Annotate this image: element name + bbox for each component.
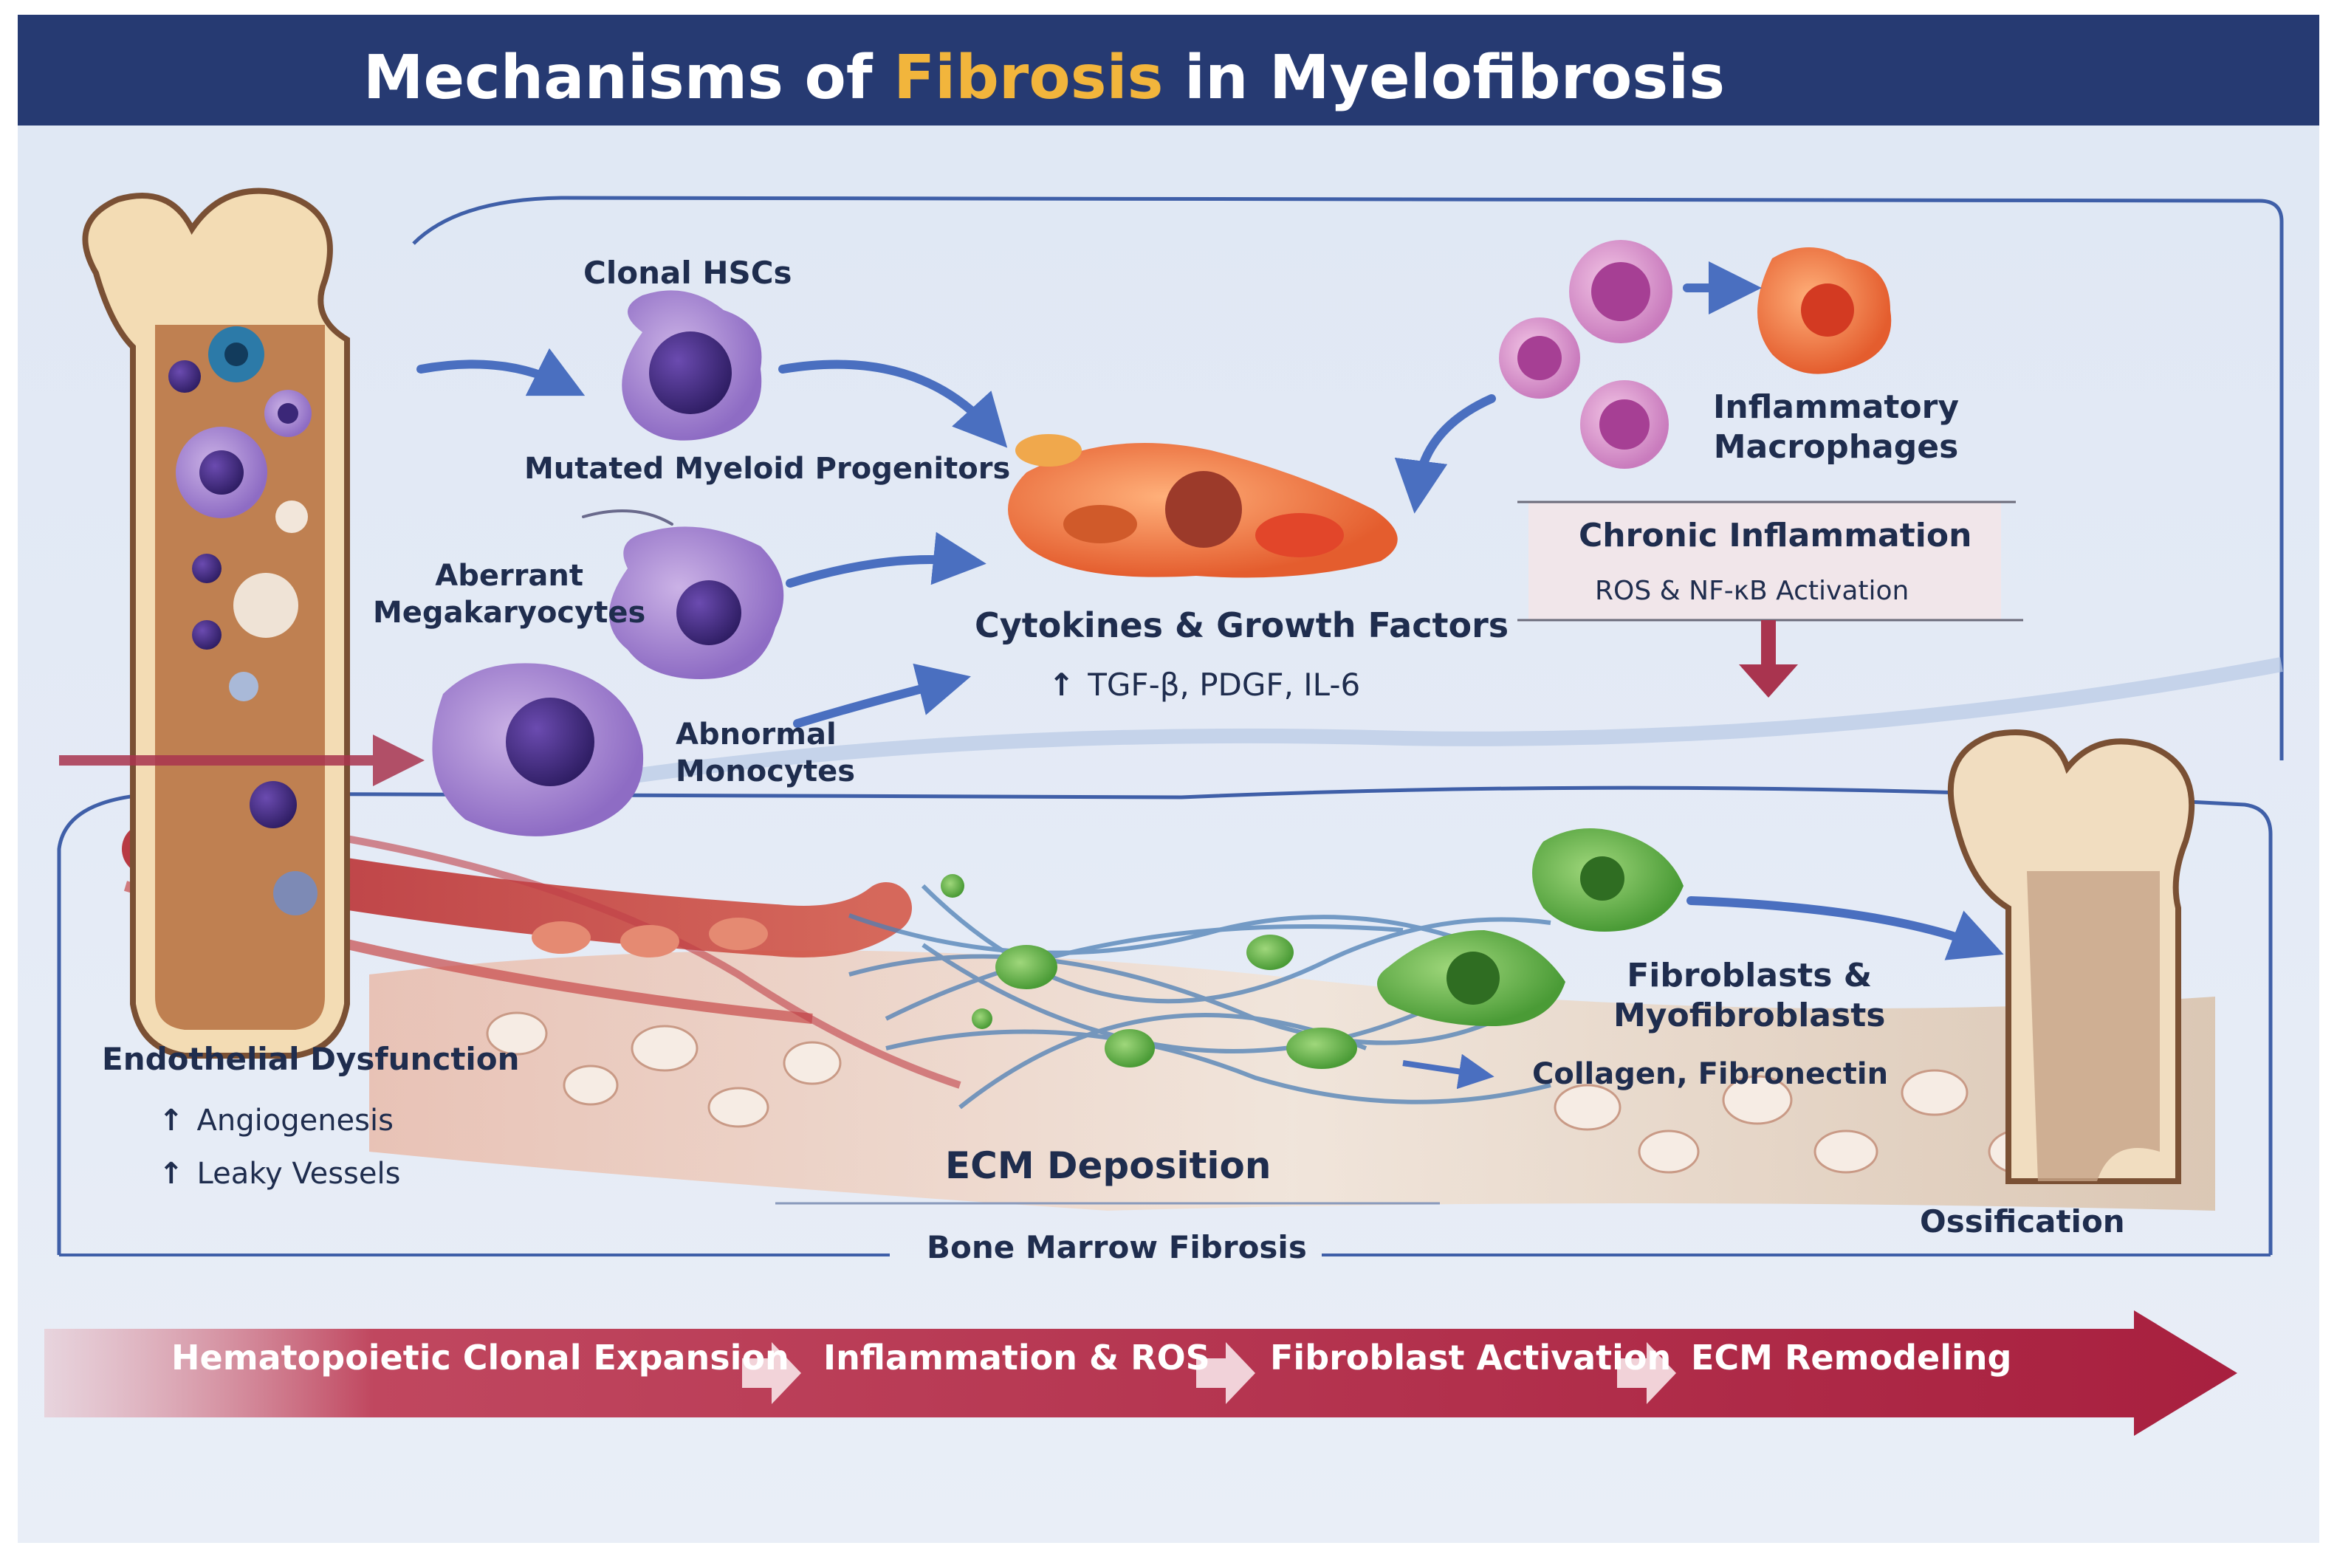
progression-step-4: ECM Remodeling <box>1691 1338 2012 1378</box>
progression-step-2: Inflammation & ROS <box>823 1338 1210 1378</box>
up-arrow-icon: ↑ <box>1049 667 1075 703</box>
title-highlight: Fibrosis <box>893 43 1164 113</box>
progression-arrow <box>44 1310 2237 1436</box>
lower-panel-border <box>57 785 2273 1255</box>
cytokines-list: ↑TGF-β, PDGF, IL-6 <box>1049 667 1361 703</box>
arrow-monocyte-to-cytokines <box>793 663 971 728</box>
chevron-arrow-icon <box>742 1342 801 1404</box>
arrow-progenitor-curl <box>582 509 673 526</box>
flow-arrows <box>416 261 2004 960</box>
up-arrow-icon: ↑ <box>159 1157 184 1191</box>
fibroblasts-title: Fibroblasts &Myofibroblasts <box>1613 957 1886 1034</box>
arrow-bone-to-hsc <box>416 348 586 396</box>
angiogenesis-item: ↑Angiogenesis <box>159 1104 394 1138</box>
arrow-macrophages-to-cytokines <box>1394 394 1496 514</box>
clonal-hscs-label: Clonal HSCs <box>583 255 792 291</box>
chronic-inflammation-detail: ROS & NF-κB Activation <box>1595 576 1909 606</box>
step-separators <box>742 1342 1676 1404</box>
panel-wave <box>456 657 2283 812</box>
endothelial-dysfunction-title: Endothelial Dysfunction <box>102 1041 520 1077</box>
abnormal-monocyte-cell <box>432 663 644 836</box>
progression-step-1: Hematopoietic Clonal Expansion <box>171 1338 789 1378</box>
mutated-progenitors-label: Mutated Myeloid Progenitors <box>524 452 1011 486</box>
arrow-megakaryocyte-to-cytokines <box>786 532 986 588</box>
progression-step-3: Fibroblast Activation <box>1270 1338 1672 1378</box>
fibroblast-cells <box>1377 828 1684 1026</box>
fibroblast-products: Collagen, Fibronectin <box>1532 1057 1889 1091</box>
ossification-label: Ossification <box>1920 1203 2125 1239</box>
right-bone <box>1947 729 2195 1184</box>
chronic-inflammation-box <box>1528 502 2001 620</box>
arrow-hsc-to-cytokines <box>778 360 1008 448</box>
aberrant-megakaryocyte-cell <box>609 526 784 679</box>
arrow-inflammation-down <box>1739 620 1798 698</box>
ecm-green-cells <box>941 874 1357 1069</box>
arrow-fibroblast-to-bone <box>1686 896 2004 960</box>
marrow-tissue <box>369 950 2215 1211</box>
clonal-hsc-cell <box>622 290 762 441</box>
bone-marrow-fibrosis-label: Bone Marrow Fibrosis <box>927 1229 1307 1265</box>
leaky-vessels-item: ↑Leaky Vessels <box>159 1157 401 1191</box>
ecm-arrow-to-collagen <box>1402 1053 1494 1090</box>
left-bone <box>82 188 350 1059</box>
title-bar: Mechanisms of Fibrosis in Myelofibrosis <box>18 15 2319 125</box>
chevron-arrow-icon <box>1196 1342 1255 1404</box>
cytokine-cell-cluster <box>1008 434 1398 578</box>
chevron-arrow-icon <box>1617 1342 1676 1404</box>
upper-panel-border <box>412 196 2284 760</box>
macrophage-cells <box>1499 240 1892 469</box>
page-title: Mechanisms of Fibrosis in Myelofibrosis <box>363 43 1726 113</box>
chronic-inflammation-title: Chronic Inflammation <box>1579 517 1972 554</box>
up-arrow-icon: ↑ <box>159 1104 184 1138</box>
cytokines-title: Cytokines & Growth Factors <box>975 605 1509 645</box>
ecm-fibers <box>848 884 1551 1110</box>
ecm-deposition-label: ECM Deposition <box>945 1144 1272 1187</box>
